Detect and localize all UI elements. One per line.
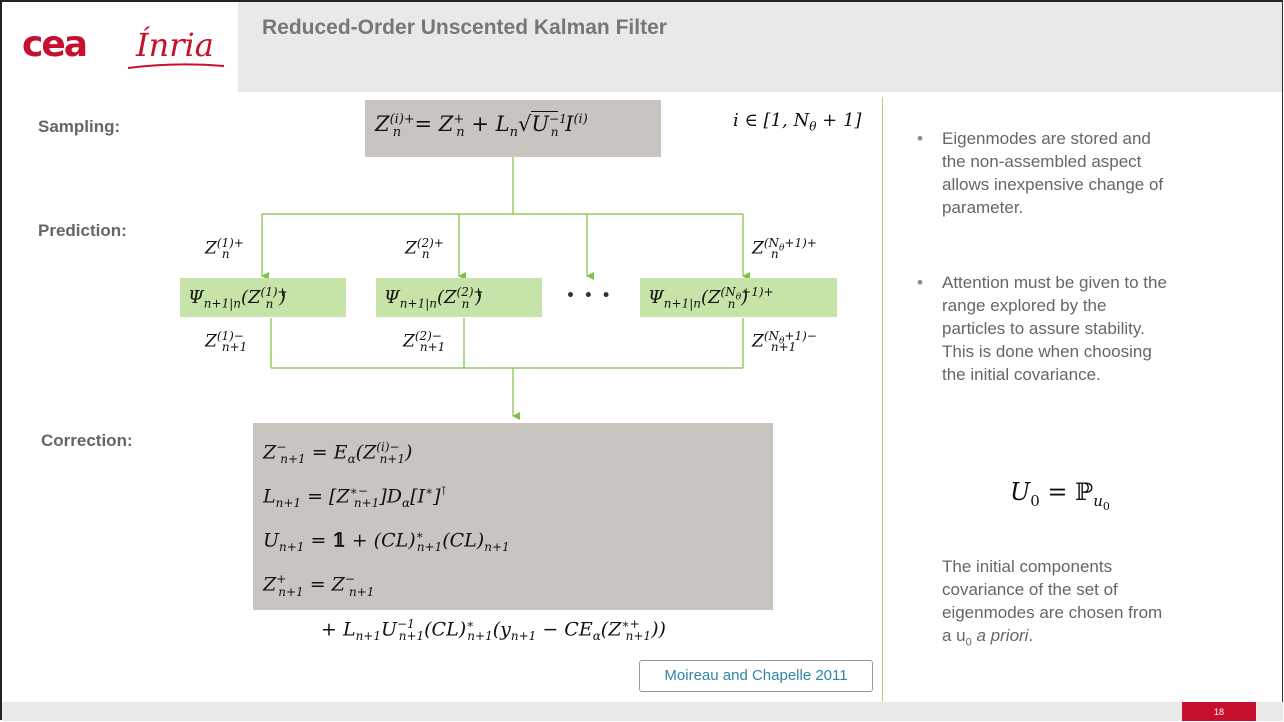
correction-line-4: Z+n+1 = Z−n+1 xyxy=(263,572,375,599)
prediction-input-3: Z(Nθ+1)+n xyxy=(752,236,817,262)
page-number: 18 xyxy=(1182,702,1256,721)
prediction-output-2: Z(2)−n+1 xyxy=(403,329,446,355)
correction-line-2: Ln+1 = [Z∗−n+1]Dα[I∗]⊺ xyxy=(263,484,447,511)
correction-label: Correction: xyxy=(41,431,133,450)
prediction-op-3: Ψn+1|n(Z(Nθ+1)+n ) xyxy=(648,285,774,311)
bullet-item: • Eigenmodes are stored and the non-asse… xyxy=(917,127,1267,219)
ellipsis: • • • xyxy=(566,288,613,304)
prediction-input-2: Z(2)+n xyxy=(405,236,444,262)
prediction-output-1: Z(1)−n+1 xyxy=(205,329,248,355)
bullet-list: • Eigenmodes are stored and the non-asse… xyxy=(917,127,1267,386)
prediction-label: Prediction: xyxy=(38,221,127,240)
prediction-box-3: Ψn+1|n(Z(Nθ+1)+n ) xyxy=(640,278,837,317)
slide-title: Reduced-Order Unscented Kalman Filter xyxy=(262,16,667,39)
index-range: i ∈ [1, Nθ + 1] xyxy=(733,110,862,134)
correction-formulas: Z−n+1 = Eα(Z(i)−n+1) Ln+1 = [Z∗−n+1]Dα[I… xyxy=(263,431,666,652)
initial-components-text: The initial components covariance of the… xyxy=(942,557,1163,649)
correction-line-1: Z−n+1 = Eα(Z(i)−n+1) xyxy=(263,440,413,467)
correction-line-5: + Ln+1U−1n+1(CL)∗n+1(yn+1 − CEα(Z∗+n+1)) xyxy=(321,616,666,643)
prediction-op-1: Ψn+1|n(Z(1)+n ) xyxy=(188,285,288,311)
logo-area: cea Ínria xyxy=(2,2,238,92)
inria-logo-swoosh xyxy=(127,63,225,69)
correction-box: Z−n+1 = Eα(Z(i)−n+1) Ln+1 = [Z∗−n+1]Dα[I… xyxy=(253,423,773,643)
cea-logo: cea xyxy=(22,24,88,65)
citation-box: Moireau and Chapelle 2011 xyxy=(639,660,873,692)
correction-line-3: Un+1 = 𝟙 + (CL)∗n+1(CL)n+1 xyxy=(263,528,510,555)
bullet-item: • Attention must be given to the range e… xyxy=(917,271,1267,386)
bullet-dot: • xyxy=(917,273,923,292)
column-divider xyxy=(882,97,883,702)
prediction-output-3: Z(Nθ+1)−n+1 xyxy=(752,329,817,355)
inria-logo: Ínria xyxy=(136,26,214,64)
sampling-label: Sampling: xyxy=(38,117,121,136)
bullet-dot: • xyxy=(917,129,923,148)
bullet-text: Eigenmodes are stored and the non-assemb… xyxy=(942,129,1164,217)
prediction-box-1: Ψn+1|n(Z(1)+n ) xyxy=(180,278,346,317)
sampling-formula: Z(i)+n = Z+n + Ln√U−1n I(i) xyxy=(375,111,588,141)
slide-footer xyxy=(2,702,1283,721)
bullet-text: Attention must be given to the range exp… xyxy=(942,273,1167,384)
prediction-op-2: Ψn+1|n(Z(2)+n ) xyxy=(384,285,484,311)
prediction-input-1: Z(1)+n xyxy=(205,236,244,262)
sampling-box: Z(i)+n = Z+n + Ln√U−1n I(i) xyxy=(365,100,661,157)
initial-covariance-formula: U0 = ℙu0 xyxy=(1010,478,1110,513)
prediction-box-2: Ψn+1|n(Z(2)+n ) xyxy=(376,278,542,317)
